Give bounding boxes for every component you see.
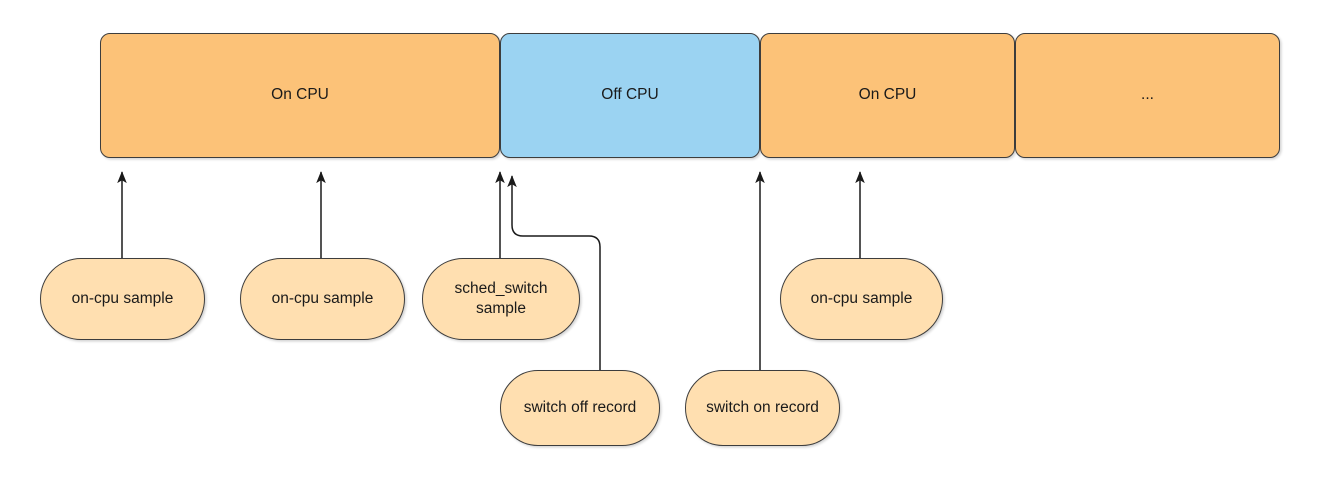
timeline-block-label: ... [1141,86,1154,104]
timeline-block-on-cpu-2[interactable]: On CPU [760,33,1015,158]
timeline-block-label: Off CPU [601,86,659,104]
sample-node-label: sched_switch sample [454,279,548,317]
sample-node-on-cpu-3[interactable]: on-cpu sample [780,258,943,340]
timeline-block-ellipsis[interactable]: ... [1015,33,1280,158]
timeline-block-label: On CPU [858,86,917,104]
sample-node-sched-switch[interactable]: sched_switch sample [422,258,580,340]
timeline-block-off-cpu-1[interactable]: Off CPU [500,33,760,158]
sample-node-on-cpu-1[interactable]: on-cpu sample [40,258,205,340]
record-node-switch-on[interactable]: switch on record [685,370,840,446]
sample-node-label: on-cpu sample [71,289,174,307]
timeline-block-on-cpu-1[interactable]: On CPU [100,33,500,158]
record-node-label: switch off record [523,398,637,416]
record-node-label: switch on record [706,398,819,416]
record-node-switch-off[interactable]: switch off record [500,370,660,446]
sample-node-label: on-cpu sample [810,289,913,307]
timeline-block-label: On CPU [271,86,329,104]
sample-node-label: on-cpu sample [271,289,374,307]
sample-node-on-cpu-2[interactable]: on-cpu sample [240,258,405,340]
